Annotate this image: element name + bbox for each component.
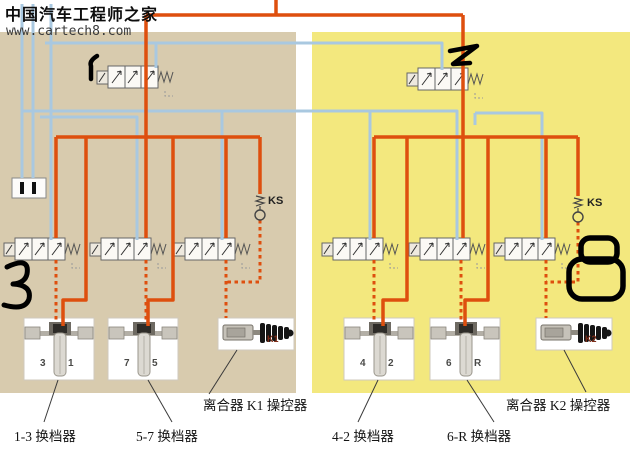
watermark-url: www.cartech8.com — [6, 24, 132, 39]
shifter2-left-gear: 7 — [124, 358, 130, 369]
handwritten-annotations — [1, 43, 626, 310]
caption-shifter-5-7: 5-7 换档器 — [136, 429, 198, 444]
shifter3-left-gear: 4 — [360, 358, 366, 369]
shifter4-left-gear: 6 — [446, 358, 452, 369]
shifter-1-3 — [23, 317, 95, 381]
pilot-lines-blue — [20, 4, 544, 240]
ks-left-label: KS — [268, 195, 284, 207]
shifter-6-r — [429, 317, 501, 381]
clutch-k1-label: K1 — [267, 334, 279, 344]
caption-shifter-6-r: 6-R 换档器 — [447, 429, 512, 444]
shifter4-right-gear: R — [474, 358, 482, 369]
controlled-pressure-dashed-lines — [54, 220, 580, 320]
handwritten-3 — [1, 260, 32, 310]
handwritten-8 — [566, 235, 626, 302]
handwritten-2 — [447, 43, 480, 67]
connector-block-icon — [11, 177, 47, 199]
pressure-lines-orange — [54, 0, 580, 326]
shifter-5-7 — [107, 317, 179, 381]
caption-shifter-4-2: 4-2 换档器 — [332, 429, 394, 444]
caption-clutch-k2: 离合器 K2 操控器 — [506, 398, 611, 413]
caption-leader-lines — [43, 349, 587, 423]
shifter1-right-gear: 1 — [68, 358, 74, 369]
handwritten-1 — [88, 53, 100, 82]
shifter2-right-gear: 5 — [152, 358, 158, 369]
clutch-k2-label: K2 — [585, 334, 597, 344]
clutch-k2-actuator — [535, 317, 613, 351]
caption-shifter-1-3: 1-3 换档器 — [14, 429, 76, 444]
shifter-4-2 — [343, 317, 415, 381]
caption-clutch-k1: 离合器 K1 操控器 — [203, 398, 308, 413]
clutch-k1-actuator — [217, 317, 295, 351]
shifter1-left-gear: 3 — [40, 358, 46, 369]
watermark-title: 中国汽车工程师之家 — [5, 7, 159, 24]
shifter3-right-gear: 2 — [388, 358, 394, 369]
ks-right-label: KS — [587, 197, 603, 209]
